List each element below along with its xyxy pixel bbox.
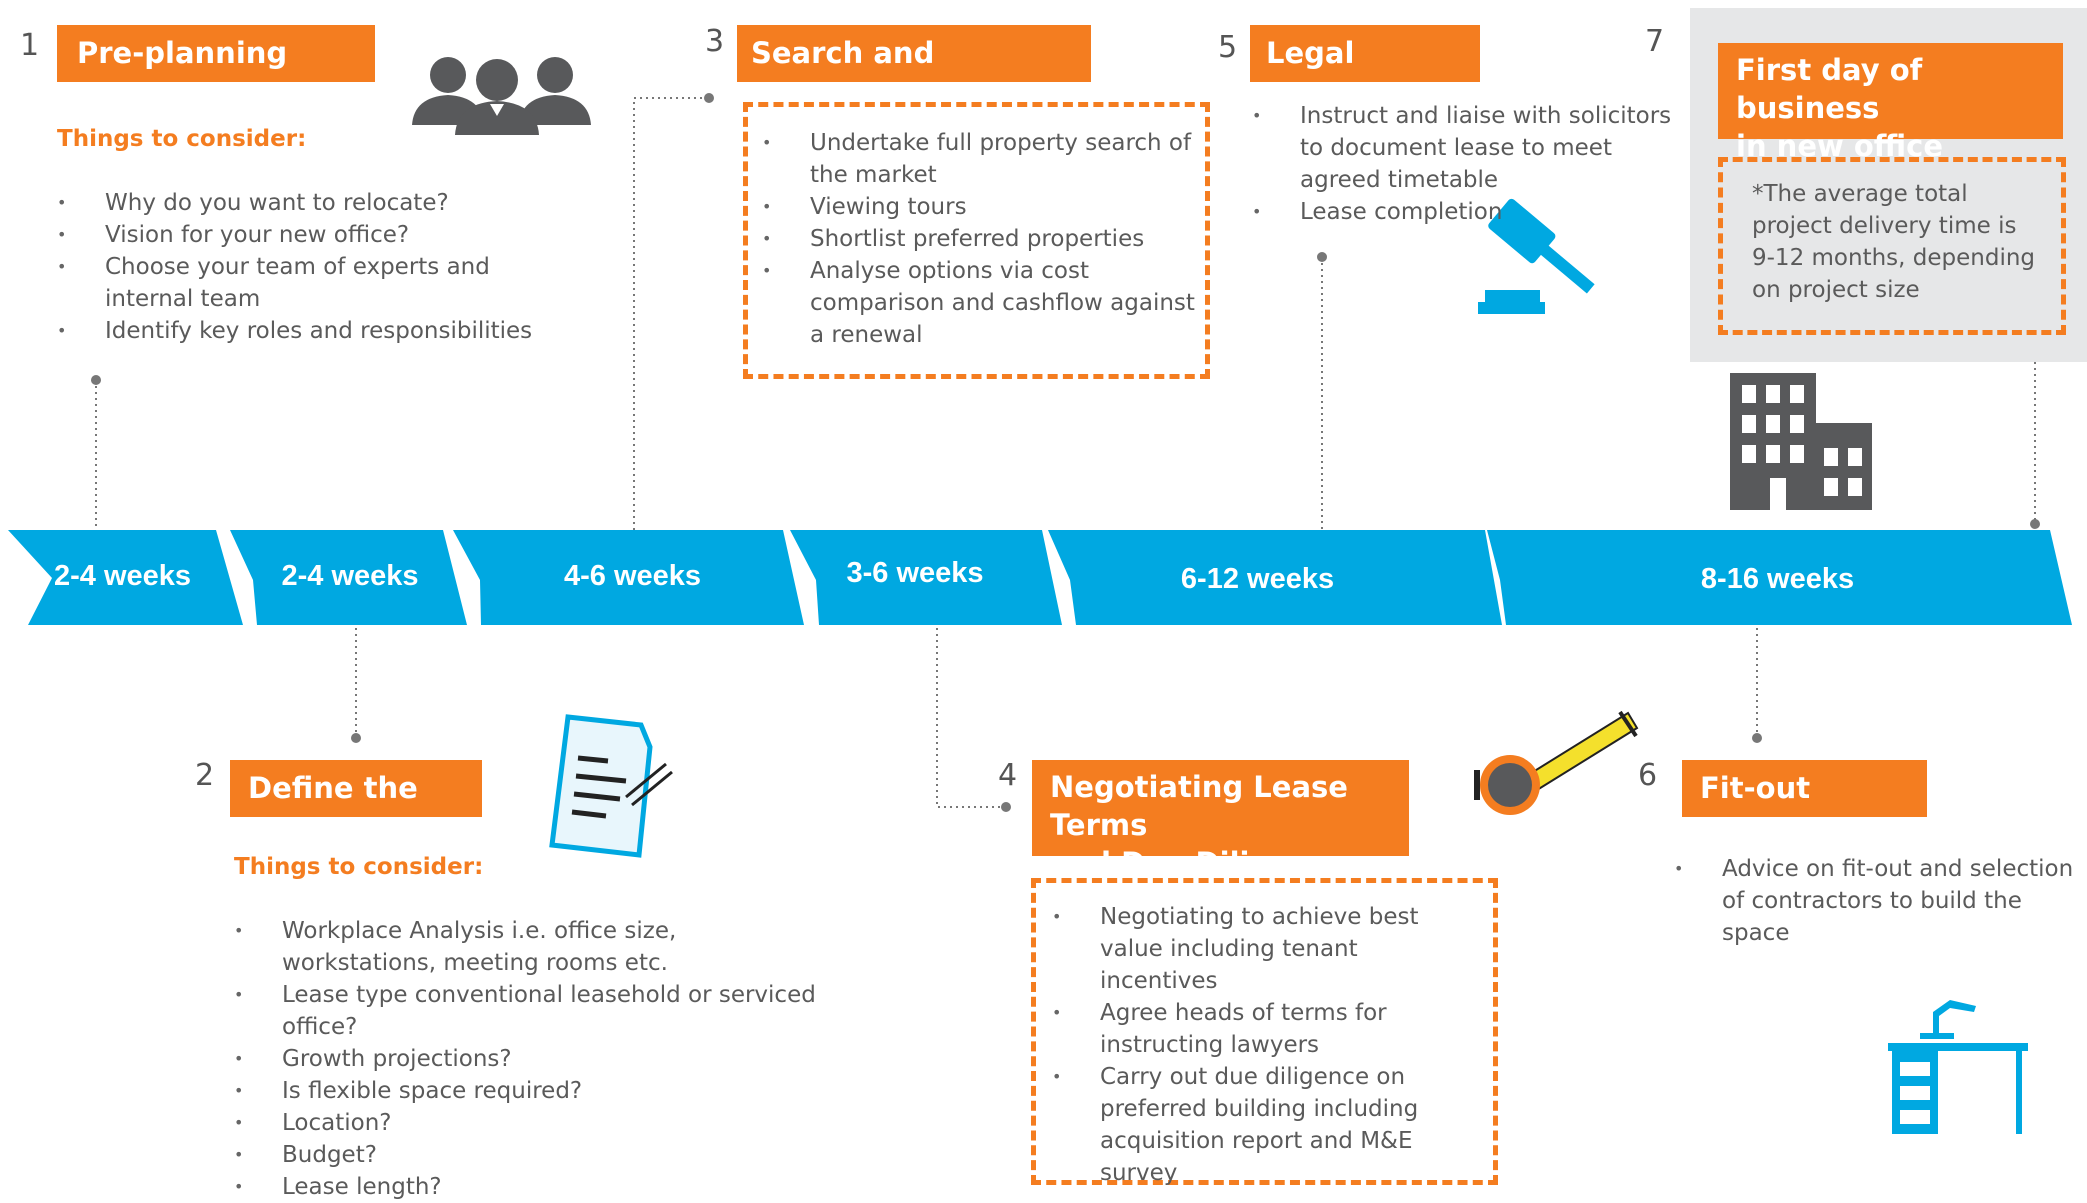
stage-4-number: 4: [998, 758, 1018, 793]
stage-5-title: Legal process: [1250, 25, 1480, 127]
stage-1-list: Why do you want to relocate? Vision for …: [57, 187, 547, 347]
timeline-segment-5: [1048, 530, 1502, 625]
stage-4-list: Negotiating to achieve best value includ…: [1052, 901, 1482, 1189]
timeline-bar: [8, 530, 2072, 625]
stage-7-title: First day of business in new office: [1718, 43, 2063, 163]
list-item: Carry out due diligence on preferred bui…: [1052, 1061, 1482, 1189]
list-item: Location?: [234, 1107, 834, 1139]
stage-2-consider-label: Things to consider:: [234, 854, 484, 880]
timeline-segment-3: [453, 530, 804, 625]
stage-3-list: Undertake full property search of the ma…: [762, 127, 1202, 351]
stage-1-consider-label: Things to consider:: [57, 126, 307, 152]
building-icon: [1730, 373, 1872, 510]
timeline-label-4: 3-6 weeks: [846, 557, 984, 589]
list-item: Negotiating to achieve best value includ…: [1052, 901, 1482, 997]
stage-7-note-box: [1718, 157, 2066, 335]
list-item: Viewing tours: [762, 191, 1202, 223]
stage-4-title-line2: and Due Diligence: [1050, 846, 1348, 880]
list-item: Lease completion: [1252, 196, 1672, 228]
document-pen-icon: [549, 714, 673, 858]
list-item: Shortlist preferred properties: [762, 223, 1202, 255]
stage-6-list: Advice on fit-out and selection of contr…: [1674, 853, 2084, 949]
list-item: Advice on fit-out and selection of contr…: [1674, 853, 2084, 949]
timeline-label-2: 2-4 weeks: [281, 560, 419, 592]
timeline-label-1: 2-4 weeks: [53, 560, 192, 592]
list-item: Lease type conventional leasehold or ser…: [234, 979, 834, 1043]
stage-4-title-line1: Negotiating Lease Terms: [1050, 770, 1348, 842]
list-item: Choose your team of experts and internal…: [57, 251, 547, 315]
stage-7-number: 7: [1645, 24, 1665, 59]
timeline-segment-4: [790, 530, 1062, 625]
timeline-label-6: 8-16 weeks: [1700, 563, 1855, 595]
stage-5-number: 5: [1218, 30, 1238, 65]
list-item: Instruct and liaise with solicitors to d…: [1252, 100, 1672, 196]
stage-4-title: Negotiating Lease Terms and Due Diligenc…: [1032, 760, 1409, 880]
stage-2-number: 2: [195, 758, 215, 793]
connector-3: [633, 97, 709, 530]
list-item: Analyse options via cost comparison and …: [762, 255, 1202, 351]
list-item: Vision for your new office?: [57, 219, 547, 251]
stage-1-title: Pre-planning stage: [57, 25, 375, 127]
list-item: Is flexible space required?: [234, 1075, 834, 1107]
list-item: Growth projections?: [234, 1043, 834, 1075]
list-item: Undertake full property search of the ma…: [762, 127, 1202, 191]
list-item: Workplace Analysis i.e. office size, wor…: [234, 915, 834, 979]
timeline-segment-6: [1487, 530, 2072, 625]
timeline-label-3: 4-6 weeks: [563, 560, 702, 592]
tape-measure-icon: [1474, 710, 1639, 815]
people-icon: [412, 57, 591, 135]
desk-lamp-icon: [1888, 1000, 2028, 1134]
connectors: [95, 97, 2036, 808]
connector-dots: [91, 93, 2040, 812]
timeline-segment-1: [8, 530, 243, 625]
stage-7-note: *The average total project delivery time…: [1752, 181, 2036, 303]
list-item: Lease length?: [234, 1171, 834, 1203]
list-item: Agree heads of terms for instructing law…: [1052, 997, 1482, 1061]
list-item: Identify key roles and responsibilities: [57, 315, 547, 347]
connector-4: [936, 628, 1006, 808]
stage-5-list: Instruct and liaise with solicitors to d…: [1252, 100, 1672, 228]
stage-1-number: 1: [20, 28, 40, 63]
stage-3-box: [743, 102, 1210, 379]
stage-6-number: 6: [1638, 758, 1658, 793]
stage-6-title: Fit-out period: [1682, 760, 1927, 862]
list-item: Budget?: [234, 1139, 834, 1171]
stage-3-title: Search and Shortlisting: [737, 25, 1091, 127]
stage-3-number: 3: [705, 24, 725, 59]
timeline-segment-2: [230, 530, 467, 625]
stage-2-list: Workplace Analysis i.e. office size, wor…: [234, 915, 834, 1203]
timeline-label-5: 6-12 weeks: [1180, 563, 1335, 595]
stage-2-title: Define the brief: [230, 760, 482, 862]
stage-7-title-line1: First day of business: [1736, 53, 1923, 125]
list-item: Why do you want to relocate?: [57, 187, 547, 219]
